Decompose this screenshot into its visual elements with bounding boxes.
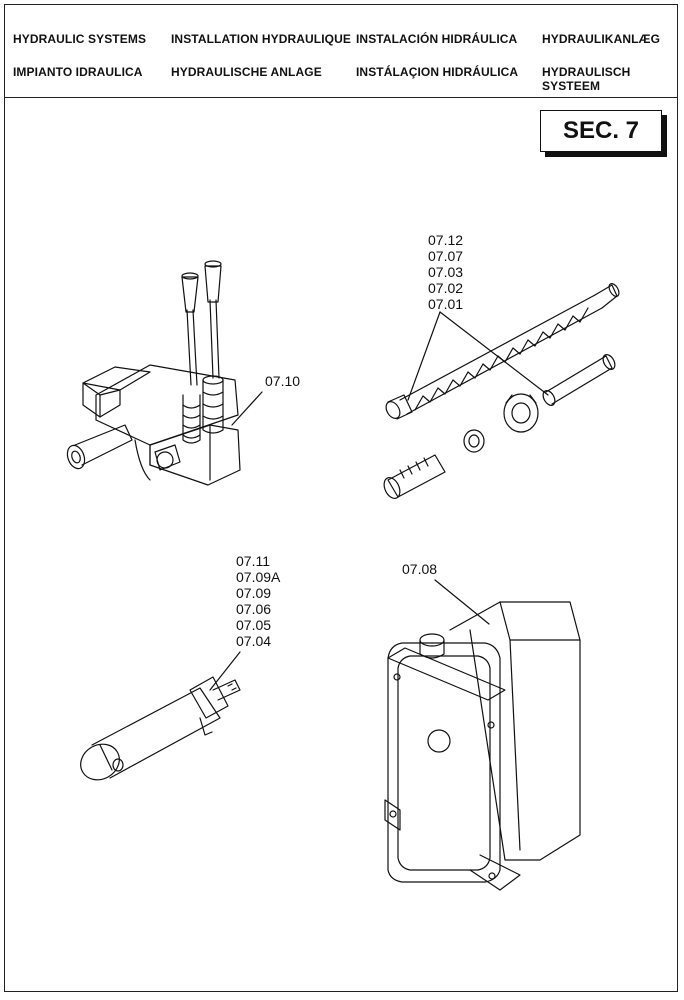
callout-0701: 07.01 [428, 296, 464, 312]
callout-0711: 07.11 [236, 553, 270, 569]
callout-0703: 07.03 [428, 264, 464, 280]
title-en: HYDRAULIC SYSTEMS [13, 32, 147, 46]
callout-0712: 07.12 [428, 232, 464, 248]
callout-cylinder-group: 07.11 07.09A 07.09 07.06 07.05 07.04 [236, 553, 280, 649]
section-badge: SEC. 7 [540, 110, 662, 152]
callout-0709a: 07.09A [236, 569, 281, 585]
title-fr: INSTALLATION HYDRAULIQUE [171, 32, 351, 46]
callout-valve-0710: 07.10 [265, 373, 301, 389]
callout-0706: 07.06 [236, 601, 272, 617]
control-valve-drawing [66, 260, 263, 486]
callout-0705: 07.05 [236, 617, 272, 633]
callout-0702: 07.02 [428, 280, 464, 296]
callout-0709: 07.09 [236, 585, 272, 601]
title-de: HYDRAULISCHE ANLAGE [171, 65, 322, 79]
title-header: HYDRAULIC SYSTEMS INSTALLATION HYDRAULIQ… [4, 4, 678, 98]
page-frame [4, 4, 678, 992]
title-nl-line2: SYSTEEM [542, 79, 601, 93]
title-da: HYDRAULIKANLÆG [542, 32, 661, 46]
title-es: INSTALACIÓN HIDRÁULICA [356, 32, 518, 46]
callout-valve: 07.10 [265, 373, 300, 389]
title-it: IMPIANTO IDRAULICA [13, 65, 143, 79]
title-nl: HYDRAULISCH [542, 65, 631, 79]
callout-0704: 07.04 [236, 633, 272, 649]
title-pt: INSTÁLAÇION HIDRÁULICA [356, 65, 519, 79]
hose-assembly-drawing [383, 283, 620, 499]
callout-0707: 07.07 [428, 248, 464, 264]
section-label: SEC. 7 [562, 117, 640, 144]
callout-tank: 07.08 [402, 561, 437, 577]
callout-hose-group: 07.12 07.07 07.03 07.02 07.01 [428, 232, 463, 312]
cylinder-drawing [80, 651, 241, 781]
tank-drawing [384, 579, 581, 891]
callout-0708: 07.08 [402, 561, 438, 577]
